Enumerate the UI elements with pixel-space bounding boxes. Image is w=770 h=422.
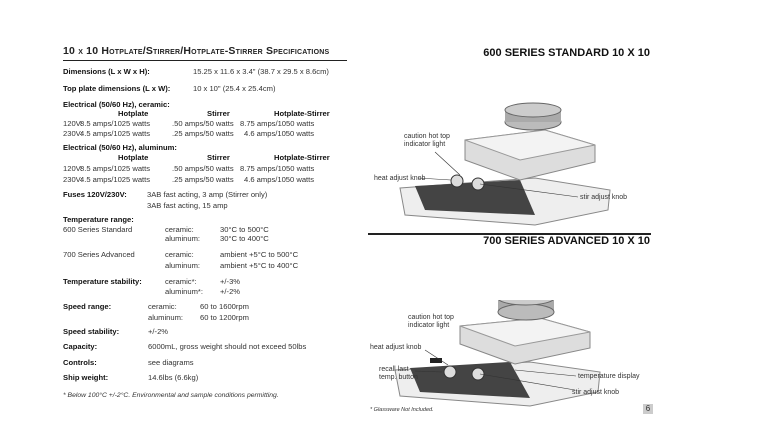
temperature-display-label: temperature display (578, 373, 640, 380)
fuses-label: Fuses 120V/230V: (63, 190, 127, 199)
dimensions-value: 15.25 x 11.6 x 3.4" (38.7 x 29.5 x 8.6cm… (193, 67, 329, 76)
capacity-value: 6000mL, gross weight should not exceed 5… (148, 342, 307, 351)
controls-value: see diagrams (148, 358, 194, 367)
material: ceramic: (148, 302, 177, 311)
cell: 4.5 amps/1025 watts (80, 129, 151, 138)
material: ceramic: (165, 225, 194, 234)
col-header: Hotplate (118, 153, 149, 162)
value: 30°C to 500°C (220, 225, 269, 234)
material: aluminum: (165, 261, 201, 270)
ship-weight-value: 14.6lbs (6.6kg) (148, 373, 199, 382)
page-number: 6 (643, 404, 653, 414)
hotplate-700-illustration (394, 300, 601, 407)
cell: 4.6 amps/1050 watts (244, 129, 315, 138)
cell: 8.5 amps/1025 watts (80, 164, 151, 173)
series-600-title: 600 SERIES STANDARD 10 X 10 (483, 47, 650, 59)
col-header: Stirrer (207, 153, 230, 162)
glassware-note: * Glassware Not Included. (370, 407, 434, 413)
cell: .50 amps/50 watts (172, 164, 234, 173)
row-voltage: 230V: (63, 175, 83, 184)
page-title: 10 x 10 Hotplate/Stirrer/Hotplate-Stirre… (63, 45, 330, 57)
footnote: * Below 100°C +/-2°C. Environmental and … (63, 392, 279, 399)
col-header: Hotplate-Stirrer (274, 153, 330, 162)
material: aluminum: (148, 313, 184, 322)
top-plate-label: Top plate dimensions (L x W): (63, 84, 171, 93)
series-700-title: 700 SERIES ADVANCED 10 X 10 (483, 235, 650, 247)
row-voltage: 230V: (63, 129, 83, 138)
cell: 8.75 amps/1050 watts (240, 164, 315, 173)
cell: 4.6 amps/1050 watts (244, 175, 315, 184)
row-voltage: 120V: (63, 164, 83, 173)
value: 60 to 1200rpm (200, 313, 249, 322)
controls-label: Controls: (63, 358, 97, 367)
cell: .50 amps/50 watts (172, 119, 234, 128)
col-header: Stirrer (207, 109, 230, 118)
series: 700 Series Advanced (63, 250, 135, 259)
fuses-value: 3AB fast acting, 15 amp (147, 201, 228, 210)
control-panel (415, 180, 535, 215)
speed-stability-label: Speed stability: (63, 327, 120, 336)
material: ceramic: (165, 250, 194, 259)
row-voltage: 120V: (63, 119, 83, 128)
value: ambient +5°C to 400°C (220, 261, 299, 270)
col-header: Hotplate-Stirrer (274, 109, 330, 118)
speed-range-label: Speed range: (63, 302, 112, 311)
heat-knob-label: heat adjust knob (374, 175, 426, 182)
stir-knob (471, 177, 485, 191)
temp-range-label: Temperature range: (63, 215, 134, 224)
stir-knob-label: stir adjust knob (580, 194, 628, 201)
value: +/-2% (220, 287, 241, 296)
value: ambient +5°C to 500°C (220, 250, 299, 259)
material: aluminum: (165, 234, 201, 243)
ship-weight-label: Ship weight: (63, 373, 109, 382)
cell: 4.5 amps/1025 watts (80, 175, 151, 184)
title-underline (63, 60, 347, 61)
material: ceramic*: (165, 277, 197, 286)
hotplate-600-illustration (399, 102, 611, 226)
cell: 8.5 amps/1025 watts (80, 119, 151, 128)
value: +/-3% (220, 277, 241, 286)
value: 60 to 1600rpm (200, 302, 249, 311)
electrical-ceramic-label: Electrical (50/60 Hz), ceramic: (63, 100, 170, 109)
control-panel (410, 362, 530, 398)
heat-knob (450, 174, 464, 188)
value: 30°C to 400°C (220, 234, 269, 243)
temp-stability-label: Temperature stability: (63, 277, 142, 286)
heat-knob-label: heat adjust knob (370, 344, 422, 351)
speed-stability-value: +/-2% (148, 327, 169, 336)
top-plate-value: 10 x 10" (25.4 x 25.4cm) (193, 84, 276, 93)
fuses-value: 3AB fast acting, 3 amp (Stirrer only) (147, 190, 268, 199)
electrical-aluminum-label: Electrical (50/60 Hz), aluminum: (63, 143, 177, 152)
col-header: Hotplate (118, 109, 149, 118)
capacity-label: Capacity: (63, 342, 98, 351)
cell: .25 amps/50 watts (172, 175, 234, 184)
series: 600 Series Standard (63, 225, 133, 234)
cell: .25 amps/50 watts (172, 129, 234, 138)
dimensions-label: Dimensions (L x W x H): (63, 67, 150, 76)
stir-knob-label: stir adjust knob (572, 389, 620, 396)
cell: 8.75 amps/1050 watts (240, 119, 315, 128)
section-divider (368, 233, 651, 235)
material: aluminum*: (165, 287, 203, 296)
temperature-display (430, 358, 442, 363)
